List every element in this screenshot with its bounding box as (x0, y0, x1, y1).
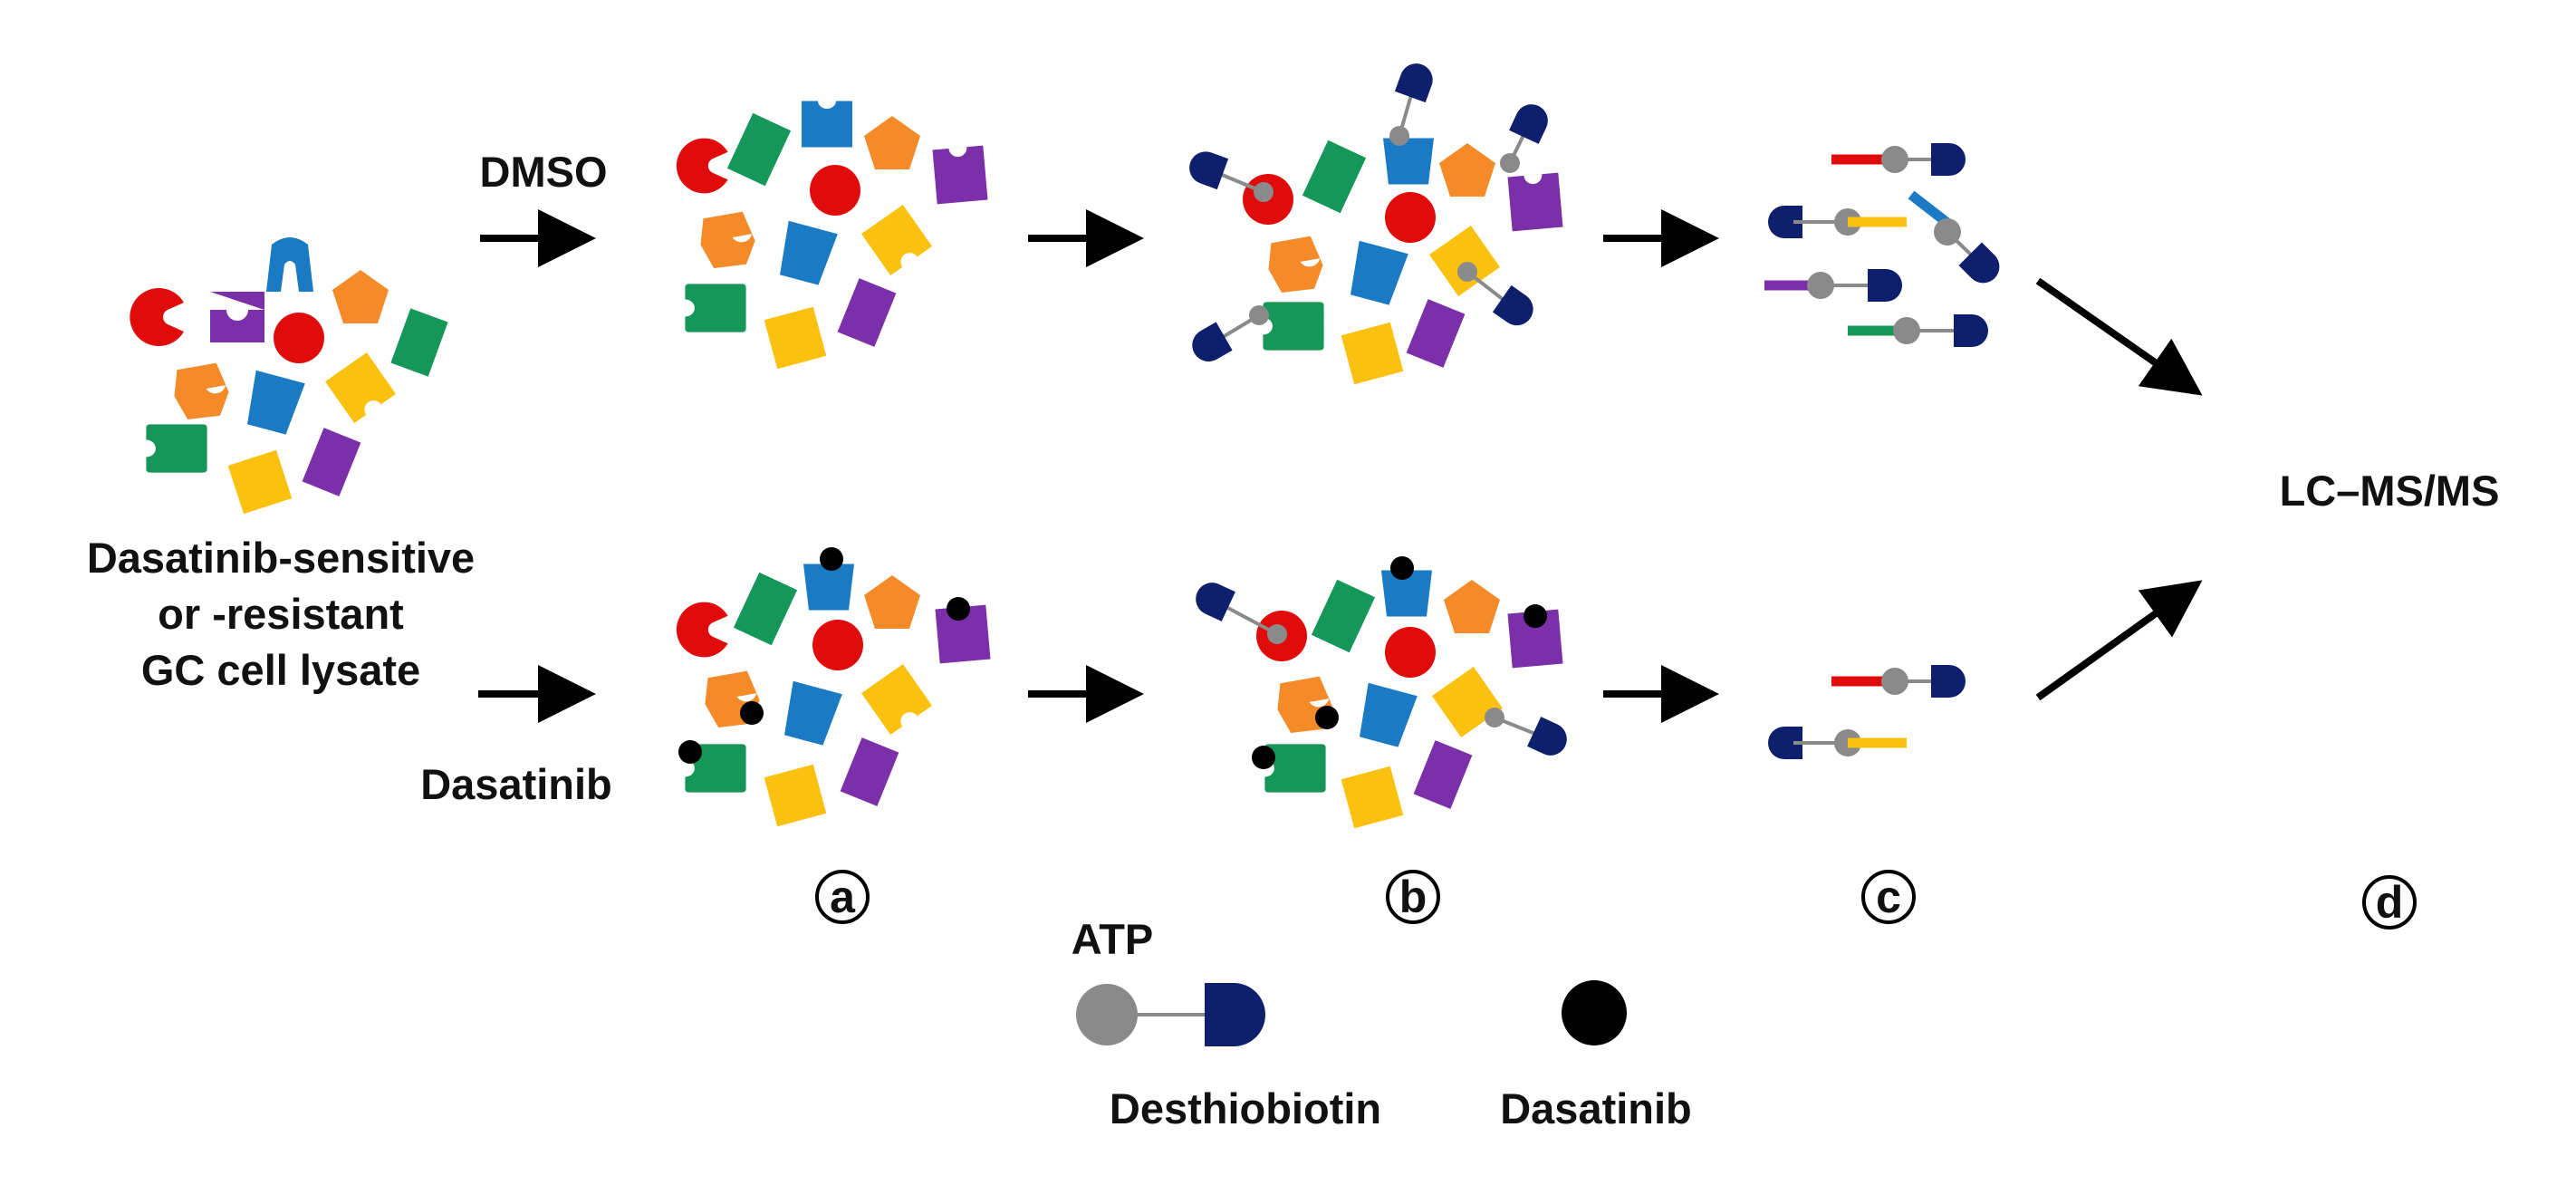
peptide-blue (1908, 190, 2006, 290)
legend-dasatinib-label: Dasatinib (1500, 1084, 1692, 1132)
step-markers: a b c d (815, 870, 2417, 930)
atp-desthiobiotin-icon (1076, 983, 1265, 1046)
step-a-dmso-cluster (676, 101, 988, 370)
svg-text:c: c (1876, 872, 1901, 922)
step-d-marker: d (2362, 875, 2417, 930)
source-label-line2: or -resistant (158, 590, 404, 638)
step-a-dasatinib-cluster (676, 547, 991, 827)
legend: ATP Desthiobiotin Dasatinib (1072, 915, 1692, 1132)
dasatinib-icon (1562, 980, 1627, 1045)
lcms-label: LC–MS/MS (2280, 467, 2500, 515)
arrows (478, 209, 2203, 723)
arrow-c-to-d-bottom (2035, 580, 2203, 701)
step-b-dmso-cluster (1185, 59, 1563, 385)
step-c-dmso-peptides (1764, 143, 2006, 347)
step-b-dasatinib-cluster (1190, 556, 1572, 829)
legend-desthiobiotin-label: Desthiobiotin (1110, 1084, 1381, 1132)
dasatinib-treatment-label: Dasatinib (420, 760, 612, 808)
peptide-purple (1764, 269, 1902, 302)
step-b-marker: b (1386, 870, 1440, 924)
peptide-yellow-bottom (1768, 727, 1907, 759)
legend-atp-label: ATP (1072, 915, 1154, 963)
peptide-red-bottom (1831, 665, 1966, 698)
peptide-green (1848, 314, 1988, 347)
peptide-yellow (1768, 206, 1907, 238)
svg-text:b: b (1399, 872, 1427, 922)
source-label-line3: GC cell lysate (141, 646, 420, 694)
step-c-marker: c (1861, 870, 1916, 924)
svg-text:d: d (2376, 877, 2404, 928)
dmso-label: DMSO (480, 148, 608, 196)
svg-text:a: a (830, 872, 856, 922)
peptide-red (1831, 143, 1966, 176)
step-c-dasatinib-peptides (1768, 665, 1966, 759)
lysate-protein-cluster (130, 237, 448, 515)
source-label-line1: Dasatinib-sensitive (87, 534, 475, 582)
step-a-marker: a (815, 870, 870, 924)
arrow-c-to-d-top (2035, 277, 2203, 396)
